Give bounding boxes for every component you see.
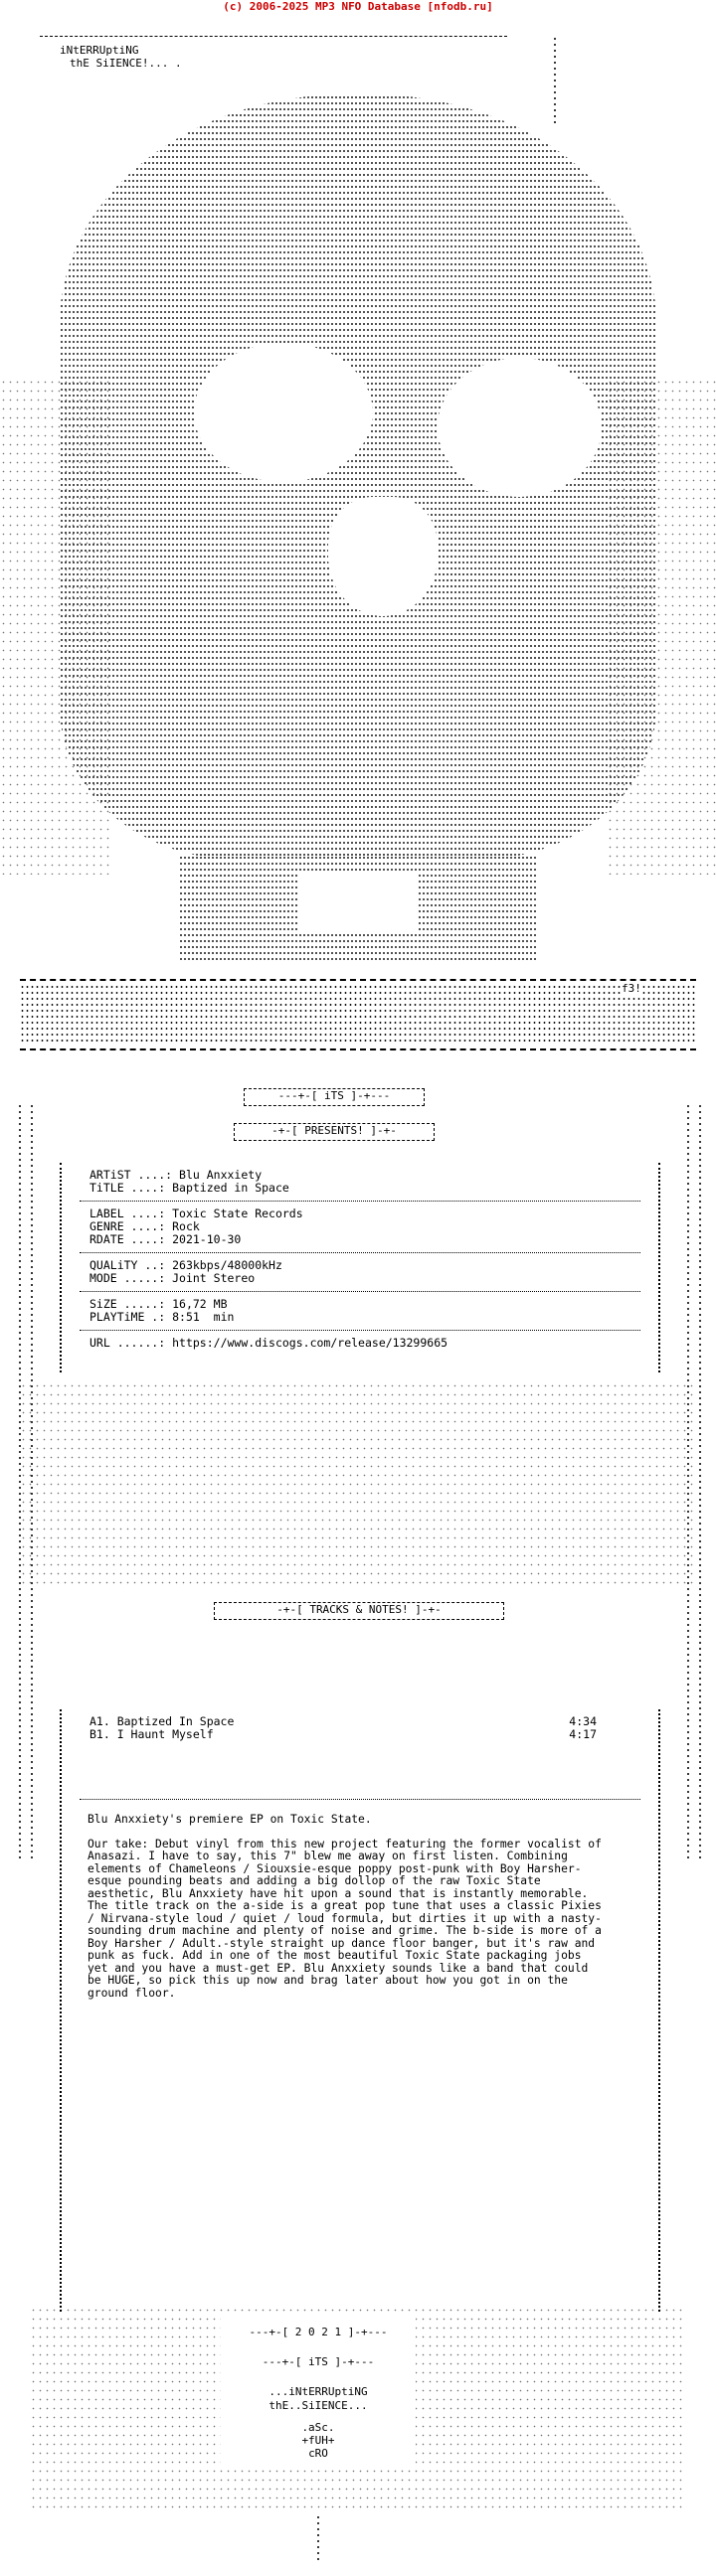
separator <box>80 1201 640 1202</box>
track-title: B1. I Haunt Myself <box>90 1727 214 1741</box>
logo-band-bottom <box>20 1048 696 1050</box>
genre-row: GENRE ....: Rock <box>62 1220 658 1233</box>
neck-gap <box>298 875 418 934</box>
playtime-value: 8:51 min <box>172 1310 235 1324</box>
title-label: TiTLE ....: <box>90 1181 166 1195</box>
group-name-line1: iNtERRUptiNG <box>60 44 139 57</box>
serpent-ascii-art <box>20 1381 696 1590</box>
quality-value: 263kbps/48000kHz <box>172 1258 282 1272</box>
rdate-row: RDATE ....: 2021-10-30 <box>62 1233 658 1246</box>
rdate-value: 2021-10-30 <box>172 1232 242 1246</box>
separator <box>80 1330 640 1331</box>
label-label: LABEL ....: <box>90 1207 166 1220</box>
rdate-label: RDATE ....: <box>90 1232 166 1246</box>
artist-tag: f3! <box>622 982 641 995</box>
notes-intro: Blu Anxxiety's premiere EP on Toxic Stat… <box>88 1813 372 1826</box>
url-label: URL ......: <box>90 1336 166 1350</box>
url-row: URL ......: https://www.discogs.com/rele… <box>62 1337 658 1350</box>
title-value: Baptized in Space <box>172 1181 289 1195</box>
footer-group-line2: thE..SiIENCE... <box>229 2399 408 2413</box>
url-link[interactable]: https://www.discogs.com/release/13299665 <box>172 1336 448 1350</box>
logo-ascii-band <box>20 984 696 1044</box>
credit-fuh: +fUH+ <box>278 2434 358 2447</box>
mode-row: MODE .....: Joint Stereo <box>62 1272 658 1285</box>
notes-body: Our take: Debut vinyl from this new proj… <box>88 1837 602 2000</box>
label-value: Toxic State Records <box>172 1207 303 1220</box>
skull-right-side-art <box>607 378 716 875</box>
header-rule <box>40 36 507 37</box>
quality-label: QUALiTY ..: <box>90 1258 166 1272</box>
skull-right-eye <box>438 358 602 497</box>
genre-value: Rock <box>172 1219 200 1233</box>
mode-value: Joint Stereo <box>172 1271 256 1285</box>
copyright-banner: (c) 2006-2025 MP3 NFO Database [nfodb.ru… <box>223 0 493 13</box>
playtime-label: PLAYTiME .: <box>90 1310 166 1324</box>
logo-band-top <box>20 979 696 981</box>
credit-asc: .aSc. <box>278 2421 358 2434</box>
skull-left-side-art <box>0 378 109 875</box>
track-row: A1. Baptized In Space 4:34 <box>62 1715 597 1728</box>
credit-cro: cRO <box>278 2447 358 2460</box>
group-name-line2: thE SiIENCE!... . <box>70 57 182 70</box>
title-row: TiTLE ....: Baptized in Space <box>62 1182 658 1195</box>
footer-year-banner: ---+-[ 2 0 2 1 ]-+--- <box>229 2326 408 2341</box>
footer-its-banner: ---+-[ iTS ]-+--- <box>229 2355 408 2371</box>
track-time: 4:17 <box>569 1727 597 1741</box>
label-row: LABEL ....: Toxic State Records <box>62 1208 658 1220</box>
footer-group-line1: ...iNtERRUptiNG <box>229 2385 408 2399</box>
artist-label: ARTiST ....: <box>90 1168 173 1182</box>
mode-label: MODE .....: <box>90 1271 166 1285</box>
track-time: 4:34 <box>569 1714 597 1728</box>
genre-label: GENRE ....: <box>90 1219 166 1233</box>
tracks-notes-panel: A1. Baptized In Space 4:34 B1. I Haunt My… <box>60 1709 660 2312</box>
separator <box>80 1799 640 1800</box>
size-value: 16,72 MB <box>172 1297 228 1311</box>
footer-tail <box>316 2514 320 2564</box>
separator <box>80 1252 640 1253</box>
artist-value: Blu Anxxiety <box>179 1168 263 1182</box>
size-row: SiZE .....: 16,72 MB <box>62 1298 658 1311</box>
skull-nose <box>328 497 438 616</box>
header-right-rail <box>553 36 557 125</box>
tracks-banner: -+-[ TRACKS & NOTES! ]-+- <box>214 1602 504 1620</box>
presents-banner: -+-[ PRESENTS! ]-+- <box>234 1123 435 1141</box>
size-label: SiZE .....: <box>90 1297 166 1311</box>
track-row: B1. I Haunt Myself 4:17 <box>62 1728 597 1741</box>
separator <box>80 1291 640 1292</box>
skull-left-eye <box>194 343 373 482</box>
artist-row: ARTiST ....: Blu Anxxiety <box>62 1169 658 1182</box>
playtime-row: PLAYTiME .: 8:51 min <box>62 1311 658 1324</box>
track-title: A1. Baptized In Space <box>90 1714 235 1728</box>
release-info-panel: ARTiST ....: Blu Anxxiety TiTLE ....: Ba… <box>60 1163 660 1372</box>
quality-row: QUALiTY ..: 263kbps/48000kHz <box>62 1259 658 1272</box>
right-rail-2 <box>698 1103 702 1858</box>
its-banner: ---+-[ iTS ]-+--- <box>244 1088 425 1106</box>
